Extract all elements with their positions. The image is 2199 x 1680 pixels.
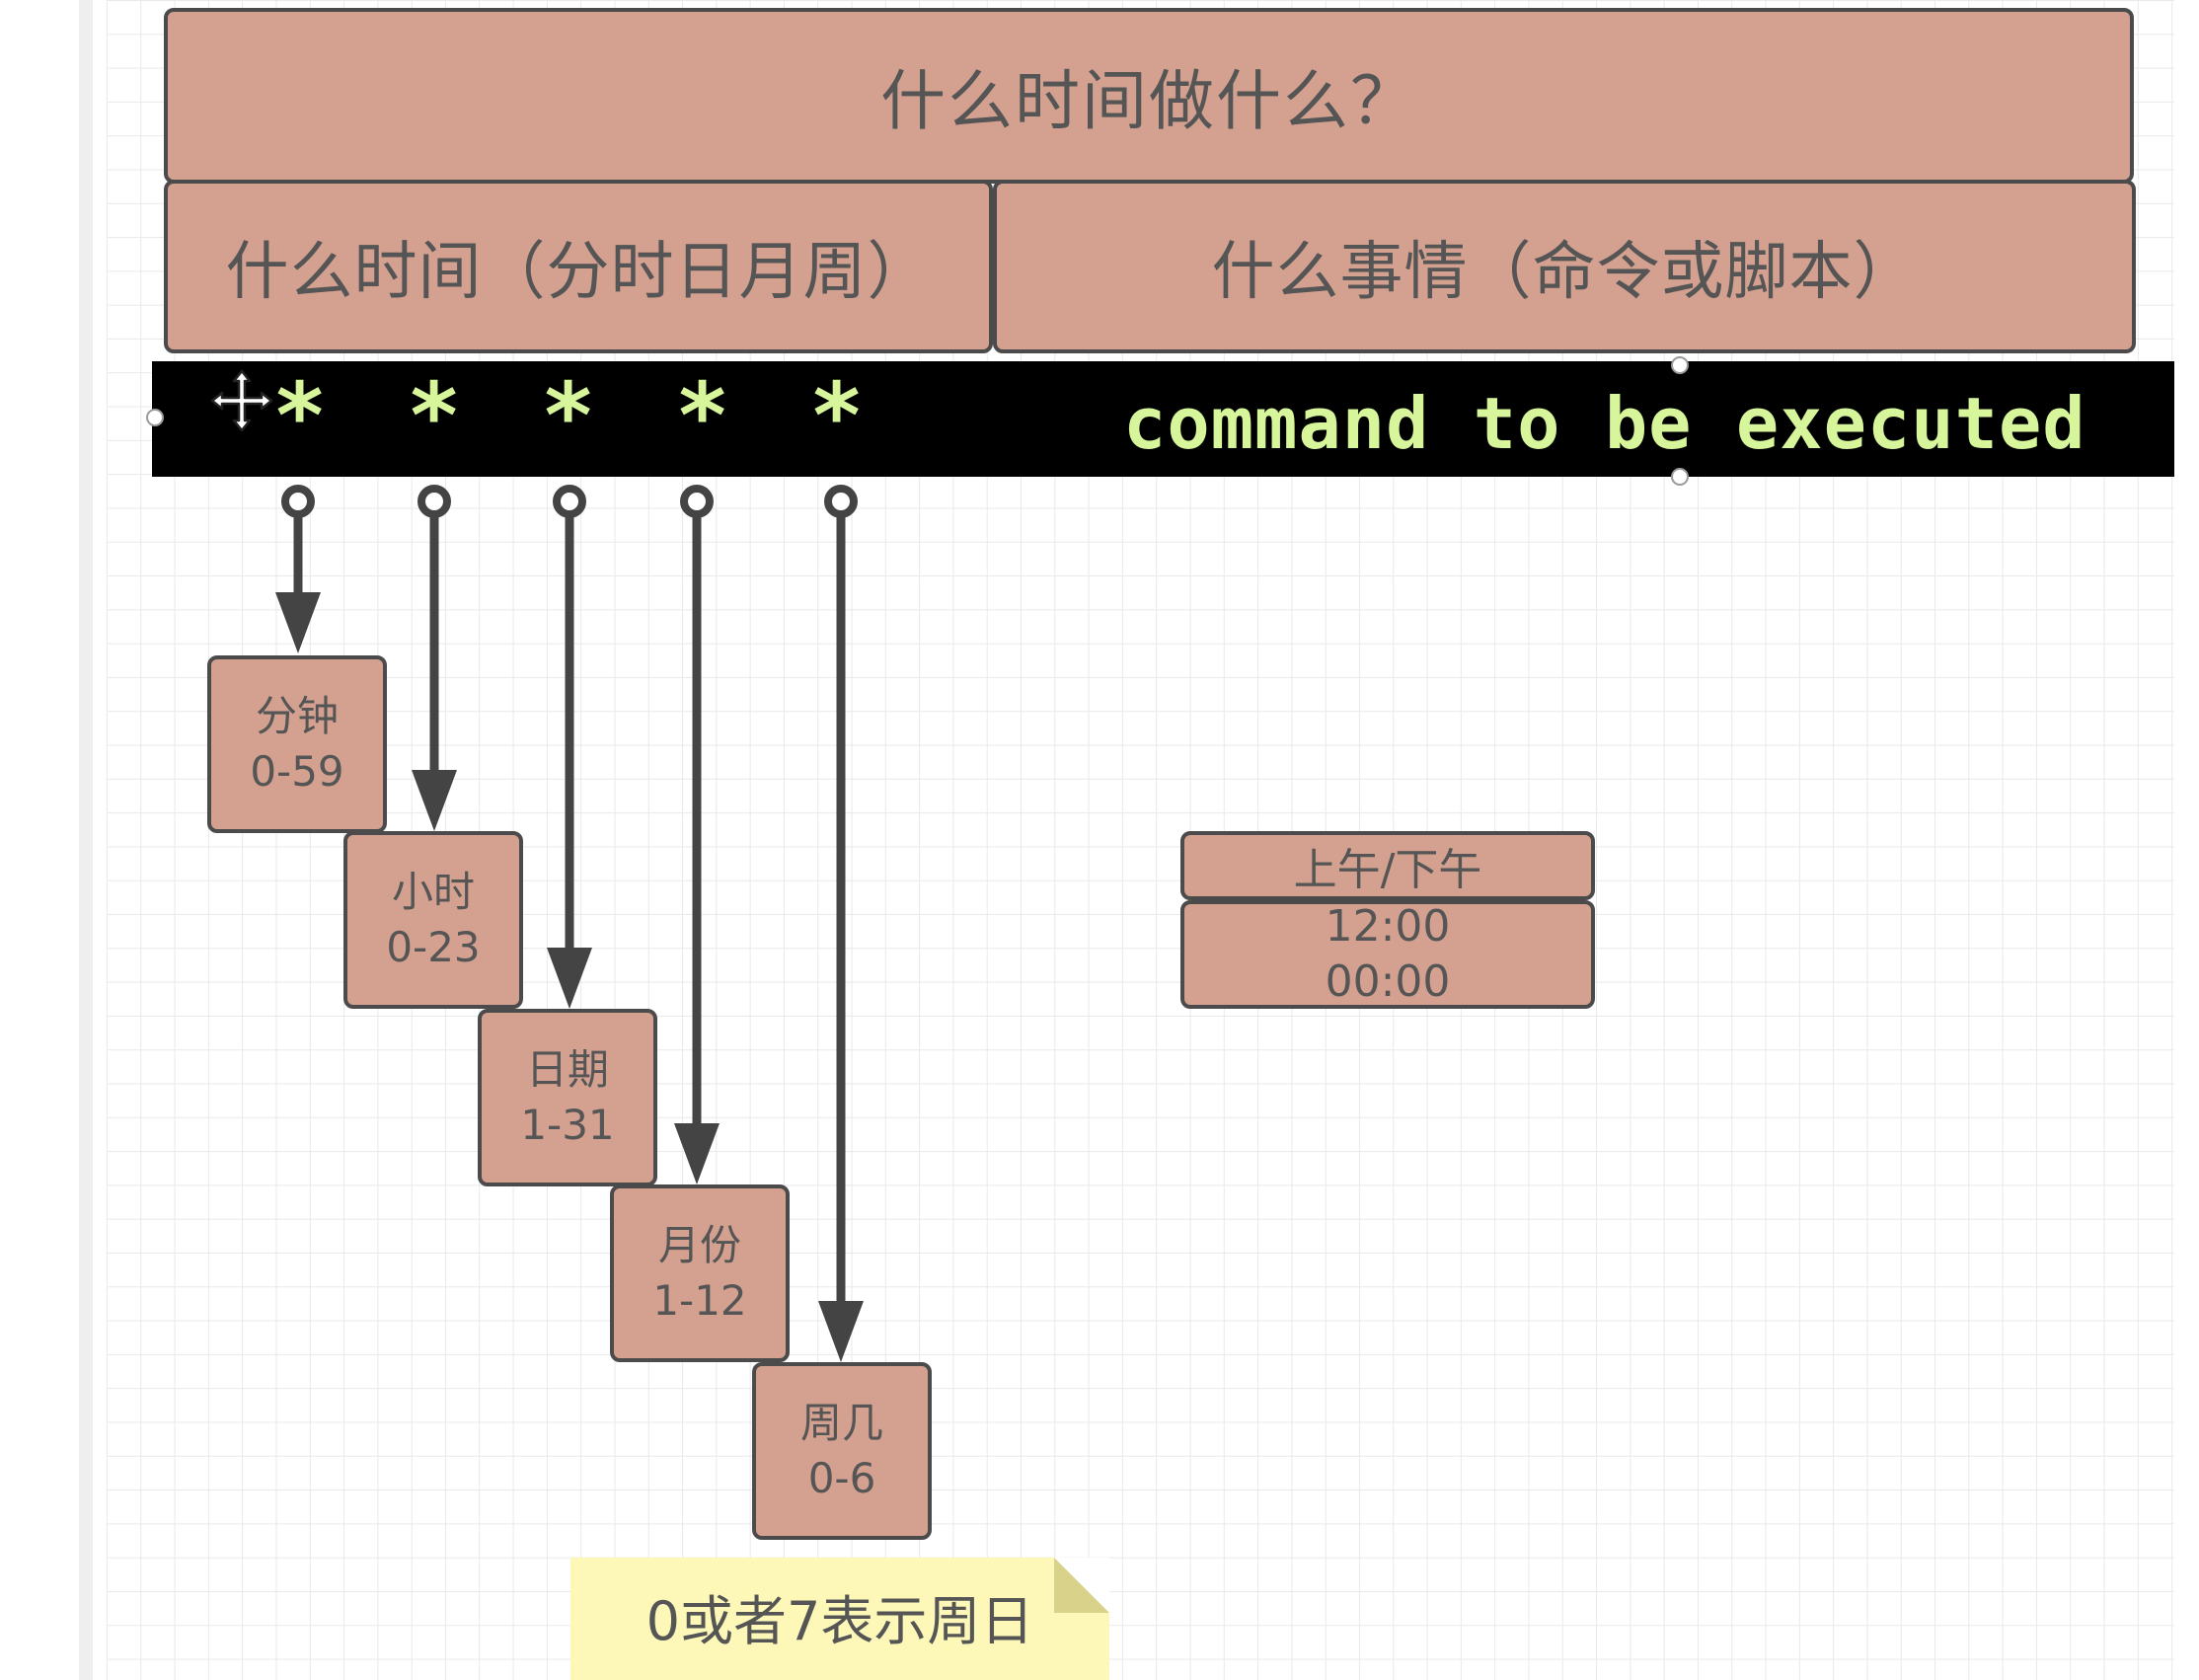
- cron-field-day: *: [541, 363, 596, 469]
- left-gutter: [0, 0, 93, 1680]
- command-header-box[interactable]: 什么事情（命令或脚本）: [993, 180, 2136, 353]
- field-day-range: 1-31: [520, 1101, 615, 1149]
- cron-field-hour: *: [407, 363, 462, 469]
- cron-command-bar[interactable]: [152, 361, 2174, 477]
- time-header-box[interactable]: 什么时间（分时日月周）: [164, 180, 993, 353]
- sticky-note[interactable]: 0或者7表示周日: [570, 1558, 1109, 1680]
- field-box-weekday[interactable]: 周几 0-6: [752, 1362, 932, 1540]
- field-hour-name: 小时: [391, 868, 475, 916]
- ampm-label: 上午/下午: [1293, 845, 1482, 895]
- selection-handle-left[interactable]: [146, 409, 164, 426]
- field-day-name: 日期: [525, 1045, 609, 1094]
- field-minute-range: 0-59: [250, 747, 344, 796]
- note-text: 0或者7表示周日: [645, 1590, 1034, 1652]
- field-box-hour[interactable]: 小时 0-23: [343, 831, 523, 1009]
- field-hour-range: 0-23: [386, 923, 481, 971]
- selection-handle-top[interactable]: [1671, 356, 1689, 374]
- title-text: 什么时间做什么？: [880, 63, 1417, 139]
- command-header-text: 什么事情（命令或脚本）: [1211, 236, 1918, 309]
- ampm-label-box[interactable]: 上午/下午: [1180, 831, 1595, 900]
- field-minute-name: 分钟: [255, 692, 339, 740]
- ampm-value-noon: 12:00: [1325, 901, 1451, 952]
- field-month-range: 1-12: [652, 1276, 747, 1325]
- cron-field-month: *: [675, 363, 730, 469]
- time-header-text: 什么时间（分时日月周）: [225, 236, 932, 309]
- field-weekday-name: 周几: [799, 1399, 883, 1447]
- note-fold-corner: [1054, 1558, 1109, 1613]
- cron-field-weekday: *: [809, 363, 865, 469]
- title-box[interactable]: 什么时间做什么？: [164, 8, 2134, 184]
- cron-command-text: command to be executed: [1123, 382, 2086, 465]
- ampm-value-midnight: 00:00: [1325, 956, 1451, 1007]
- field-month-name: 月份: [657, 1221, 741, 1269]
- selection-handle-bottom[interactable]: [1671, 468, 1689, 486]
- field-box-minute[interactable]: 分钟 0-59: [207, 655, 387, 833]
- move-cursor-icon[interactable]: [209, 368, 274, 433]
- field-weekday-range: 0-6: [807, 1454, 876, 1502]
- cron-field-minute: *: [272, 363, 328, 469]
- ampm-values-box[interactable]: 12:00 00:00: [1180, 900, 1595, 1009]
- field-box-month[interactable]: 月份 1-12: [610, 1184, 790, 1362]
- field-box-day[interactable]: 日期 1-31: [478, 1009, 657, 1186]
